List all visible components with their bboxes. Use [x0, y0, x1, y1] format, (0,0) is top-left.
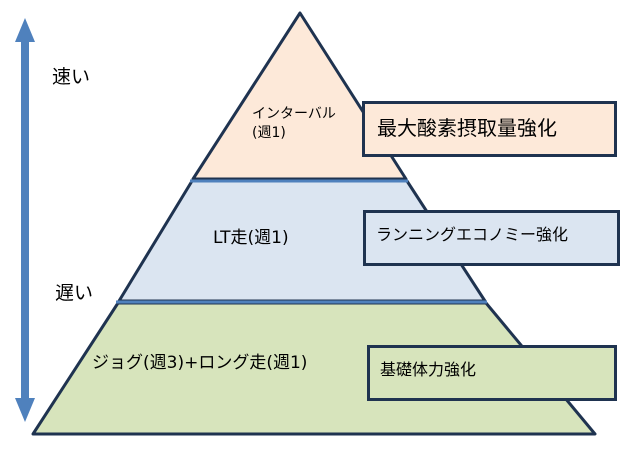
tier-lt-label: LT走(週1) — [213, 228, 289, 248]
arrow-head-down — [15, 398, 35, 422]
tier-top-shape — [191, 11, 408, 181]
effect-box-vo2max: 最大酸素摂取量強化 — [362, 101, 617, 157]
effect-running-economy-text: ランニングエコノミー強化 — [376, 225, 569, 244]
speed-arrow — [15, 18, 35, 422]
tier-interval-label-line1: インターバル — [252, 106, 336, 122]
effect-base-fitness-text: 基礎体力強化 — [380, 360, 477, 379]
effect-box-running-economy: ランニングエコノミー強化 — [363, 210, 620, 266]
slow-label: 遅い — [55, 282, 94, 304]
arrow-shaft — [21, 40, 29, 400]
tier-base-label: ジョグ(週3)+ロング走(週1) — [92, 353, 308, 373]
tier-interval-label-line2: (週1) — [252, 125, 286, 142]
effect-box-base-fitness: 基礎体力強化 — [367, 345, 617, 401]
arrow-head-up — [15, 18, 35, 42]
fast-label: 速い — [52, 66, 91, 88]
tier-interval-label: インターバル (週1) — [252, 106, 336, 142]
effect-vo2max-text: 最大酸素摂取量強化 — [377, 116, 557, 140]
